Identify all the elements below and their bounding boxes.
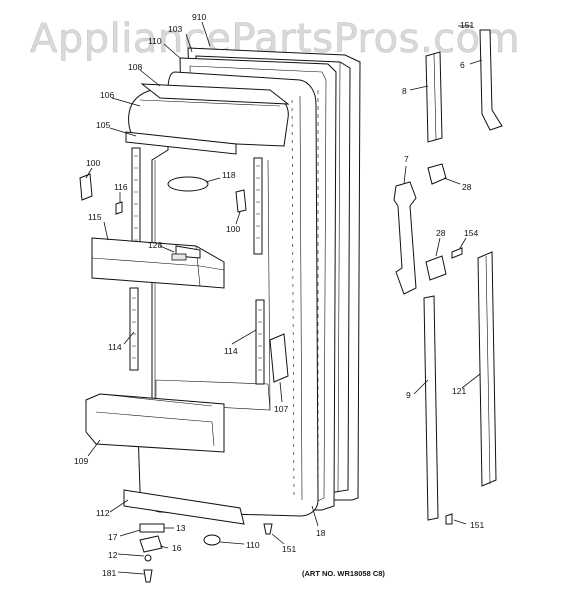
- top-shelf-bin: [128, 83, 290, 147]
- screw-12: [144, 554, 152, 562]
- handle-7: [393, 181, 417, 295]
- label-128: 128: [148, 240, 162, 250]
- door-shelf-115: [91, 237, 225, 289]
- dispenser-cover: [167, 176, 209, 192]
- hinge-part-13: [139, 523, 165, 533]
- clip-left: [79, 173, 93, 201]
- screw-181: [143, 569, 153, 583]
- shelf-ladder-left: [129, 147, 141, 371]
- label-17: 17: [108, 532, 118, 542]
- mount-28-top: [427, 163, 447, 185]
- watermark-text: AppliancePartsPros.com: [30, 16, 520, 62]
- label-116: 116: [114, 182, 128, 192]
- leader-lines: [85, 21, 483, 575]
- bracket-6: [479, 29, 503, 131]
- plug-110: [203, 534, 221, 546]
- label-154: 154: [464, 228, 478, 238]
- label-151-bottom: 151: [282, 544, 296, 554]
- hinge-part-16: [139, 535, 163, 553]
- callout-labels: 910 103 110 108 106 105 100 116 118 100 …: [74, 12, 484, 578]
- label-13: 13: [176, 523, 186, 533]
- label-28-mid: 28: [436, 228, 446, 238]
- shelf-rail: [125, 131, 237, 155]
- clip-small: [115, 201, 123, 215]
- screw-151-right: [445, 513, 453, 525]
- trim-121: [477, 251, 497, 487]
- label-7: 7: [404, 154, 409, 164]
- label-105: 105: [96, 120, 110, 130]
- bracket-107: [269, 333, 289, 383]
- label-108: 108: [128, 62, 142, 72]
- label-12: 12: [108, 550, 118, 560]
- label-112: 112: [96, 508, 110, 518]
- label-106: 106: [100, 90, 114, 100]
- label-118: 118: [222, 170, 236, 180]
- bottom-rail-112: [123, 489, 245, 525]
- label-115: 115: [88, 212, 102, 222]
- label-110-bottom: 110: [246, 540, 260, 550]
- label-100-left: 100: [86, 158, 100, 168]
- trim-9: [423, 295, 439, 521]
- label-121: 121: [452, 386, 466, 396]
- shelf-ladder-right: [253, 157, 265, 385]
- clip-right: [235, 189, 247, 213]
- label-151-top: 151: [460, 20, 474, 30]
- label-16: 16: [172, 543, 182, 553]
- label-103: 103: [168, 24, 182, 34]
- door-shelf-109: [85, 393, 225, 453]
- label-110-top: 110: [148, 36, 162, 46]
- label-9: 9: [406, 390, 411, 400]
- label-6: 6: [460, 60, 465, 70]
- label-109: 109: [74, 456, 88, 466]
- label-28-top: 28: [462, 182, 472, 192]
- label-114-left: 114: [108, 342, 122, 352]
- mount-28-mid: [425, 255, 447, 281]
- art-number: (ART NO. WR18058 C8): [302, 569, 385, 578]
- screw-151-bottom: [263, 523, 273, 535]
- label-114-right: 114: [224, 346, 238, 356]
- label-151-right: 151: [470, 520, 484, 530]
- label-18: 18: [316, 528, 326, 538]
- trim-8: [425, 51, 443, 143]
- label-100-right: 100: [226, 224, 240, 234]
- label-8: 8: [402, 86, 407, 96]
- label-181: 181: [102, 568, 116, 578]
- label-107: 107: [274, 404, 288, 414]
- screw-154: [451, 247, 463, 259]
- label-910: 910: [192, 12, 206, 22]
